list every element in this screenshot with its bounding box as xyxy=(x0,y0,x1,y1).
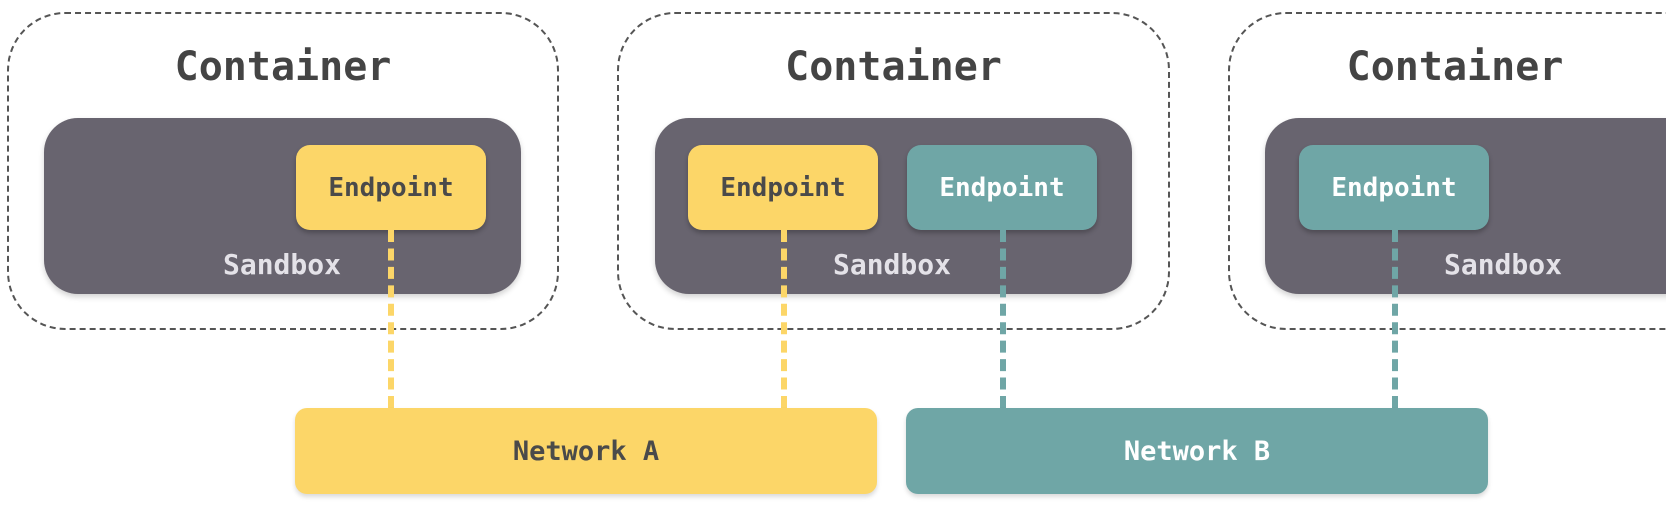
connector-line xyxy=(781,230,787,408)
network-b[interactable]: Network B xyxy=(906,408,1488,494)
container-3: Container xyxy=(1228,12,1666,330)
connector-line xyxy=(388,230,394,408)
endpoint-container3-network-b[interactable]: Endpoint xyxy=(1299,145,1489,230)
container-title: Container xyxy=(174,44,392,90)
container-title: Container xyxy=(785,44,1002,90)
sandbox-label: Sandbox xyxy=(1443,248,1562,281)
container-title: Container xyxy=(1346,44,1564,90)
endpoint-container2-network-b[interactable]: Endpoint xyxy=(907,145,1097,230)
connector-line xyxy=(1000,230,1006,408)
endpoint-container2-network-a[interactable]: Endpoint xyxy=(688,145,878,230)
connector-line xyxy=(1392,230,1398,408)
network-a[interactable]: Network A xyxy=(295,408,877,494)
sandbox-label: Sandbox xyxy=(832,248,951,281)
endpoint-container1-network-a[interactable]: Endpoint xyxy=(296,145,486,230)
container-1: Container xyxy=(7,12,559,330)
sandbox-label: Sandbox xyxy=(222,248,341,281)
container-2: Container xyxy=(617,12,1170,330)
